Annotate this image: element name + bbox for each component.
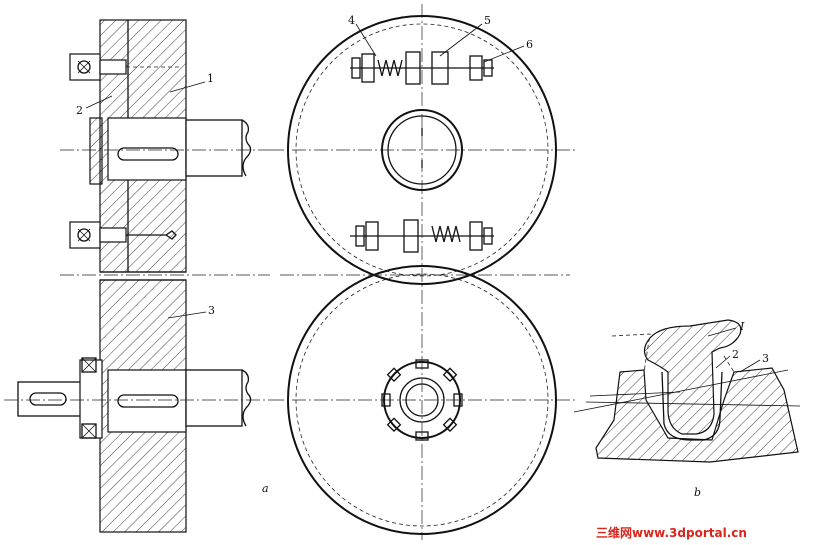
lower-keyway [117, 394, 179, 408]
detail-label-2: 2 [732, 348, 739, 361]
detail-label-I: I [739, 320, 745, 333]
lower-shaft [185, 369, 243, 427]
side-section-view: 1 2 3 [4, 19, 270, 533]
detail-view-b: I 2 3 b [573, 319, 801, 499]
label-3: 3 [208, 304, 215, 317]
view-label-b: b [694, 486, 701, 499]
upper-shaft [185, 119, 243, 177]
label-5: 5 [484, 14, 491, 27]
label-4: 4 [348, 14, 355, 27]
label-6: 6 [526, 38, 533, 51]
detail-insert [643, 319, 742, 435]
label-1: 1 [207, 72, 214, 85]
spring-icon [431, 225, 461, 243]
detail-label-3: 3 [762, 352, 769, 365]
adjust-screw-middle [69, 221, 177, 249]
upper-keyway [117, 147, 179, 161]
spring-mechanism-bottom [350, 219, 494, 253]
detail-base-block [595, 367, 799, 463]
bearing-icon [81, 357, 97, 439]
front-view-gears: 4 5 6 a [262, 4, 575, 540]
adjust-screw-upper [69, 53, 180, 81]
watermark-text: 三维网www.3dportal.cn [596, 525, 747, 540]
lower-bore [107, 369, 187, 433]
label-2: 2 [76, 104, 83, 117]
spring-mechanism-top [350, 51, 494, 85]
spring-icon [377, 59, 403, 77]
view-label-a: a [262, 482, 269, 495]
drive-shaft-stub [17, 381, 91, 417]
